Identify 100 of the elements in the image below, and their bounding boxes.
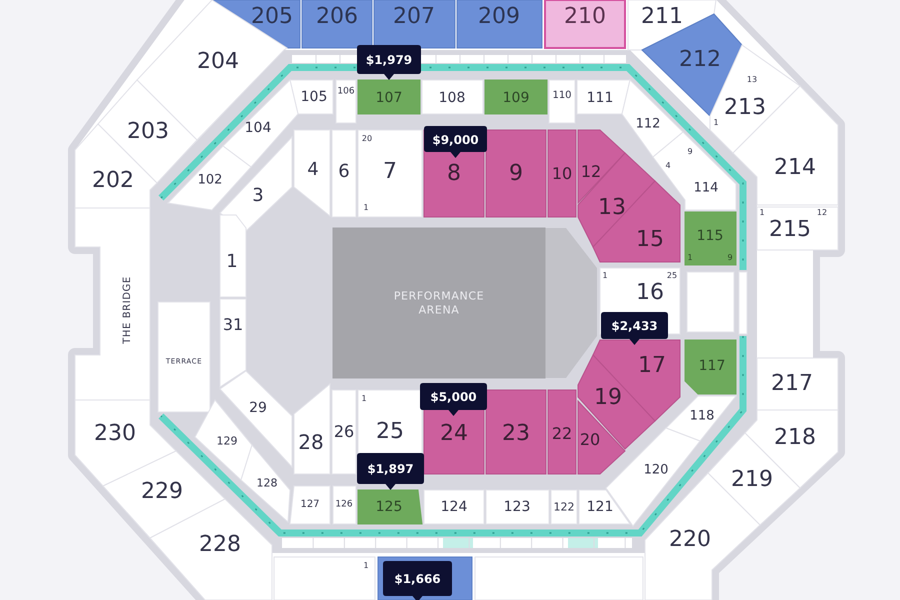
seating-section <box>332 390 356 474</box>
row-number: 9 <box>687 148 693 156</box>
section-number: 109 <box>502 91 530 105</box>
section-number: 124 <box>440 500 468 514</box>
section-number: 121 <box>586 500 614 514</box>
seating-section <box>548 390 576 474</box>
seating-section <box>551 490 577 524</box>
section-number: 108 <box>438 91 466 105</box>
seating-section <box>685 212 736 265</box>
section-number: 209 <box>478 6 520 28</box>
section-number: 29 <box>249 401 267 415</box>
section-number: 107 <box>376 91 402 105</box>
price-tooltip <box>357 45 421 80</box>
section-number: 219 <box>731 469 773 491</box>
section-number: 228 <box>199 534 241 556</box>
row-number: 1 <box>602 272 608 280</box>
row-number: 13 <box>746 76 758 84</box>
price-label: $1,897 <box>367 463 414 475</box>
seating-section <box>685 340 736 394</box>
seating-section <box>549 80 575 123</box>
area-label: THE BRIDGE <box>123 276 133 344</box>
section-number: 122 <box>554 502 574 512</box>
seating-section <box>653 132 736 210</box>
section-number: 26 <box>334 424 354 440</box>
section-number: 123 <box>504 500 530 514</box>
section-number: 127 <box>300 500 320 510</box>
seating-section <box>290 486 330 524</box>
seating-section <box>424 490 484 524</box>
area-label: PERFORMANCE ARENA <box>392 289 486 317</box>
section-number: 212 <box>679 49 721 71</box>
seating-section <box>150 499 272 600</box>
row-number: 4 <box>665 162 671 170</box>
section-number: 7 <box>383 161 397 183</box>
row-number: 25 <box>666 272 678 280</box>
seating-section <box>302 0 372 48</box>
seating-section <box>336 80 356 123</box>
section-number: 220 <box>669 529 711 551</box>
section-number: 102 <box>198 174 222 186</box>
row-number: 12 <box>816 209 828 217</box>
seating-section <box>220 215 246 297</box>
section-number: 104 <box>244 121 272 135</box>
seating-section <box>333 486 356 524</box>
seating-section <box>666 396 736 441</box>
section-number: 25 <box>376 421 404 443</box>
section-number: 13 <box>598 197 626 219</box>
row-number: 1 <box>363 204 369 212</box>
section-number: 112 <box>636 118 660 130</box>
section-number: 217 <box>771 373 813 395</box>
section-number: 9 <box>509 163 523 185</box>
seating-section <box>220 299 246 387</box>
section-number: 16 <box>636 282 664 304</box>
seating-section <box>358 80 420 114</box>
seating-section <box>545 0 625 48</box>
section-number: 211 <box>641 6 683 28</box>
section-number: 207 <box>393 6 435 28</box>
section-number: 117 <box>698 359 726 373</box>
section-number: 229 <box>141 481 183 503</box>
row-number: 1 <box>759 209 765 217</box>
price-label: $2,433 <box>611 320 658 332</box>
row-number: 1 <box>687 254 693 262</box>
section-number: 105 <box>300 90 328 104</box>
seating-section <box>358 130 422 217</box>
section-number: 1 <box>226 253 238 271</box>
section-number: 31 <box>222 317 244 333</box>
seating-section <box>757 207 838 250</box>
seating-section <box>579 490 630 524</box>
section-number: 8 <box>447 163 461 185</box>
section-number: 218 <box>774 427 816 449</box>
section-number: 206 <box>316 6 358 28</box>
section-number: 110 <box>552 91 572 101</box>
section-number: 202 <box>92 170 134 192</box>
section-number: 20 <box>580 432 600 448</box>
section-number: 114 <box>694 182 718 194</box>
section-number: 120 <box>644 464 668 476</box>
row-number: 1 <box>713 119 719 127</box>
section-number: 28 <box>298 432 324 452</box>
seating-section <box>593 340 680 421</box>
seating-section <box>374 0 455 48</box>
seating-section <box>486 490 549 524</box>
section-number: 215 <box>769 219 811 241</box>
section-number: 125 <box>376 500 402 514</box>
price-label: $5,000 <box>430 391 477 403</box>
section-number: 17 <box>638 355 666 377</box>
section-number: 230 <box>94 423 136 445</box>
section-number: 6 <box>338 163 350 181</box>
section-number: 128 <box>256 478 278 488</box>
section-number: 106 <box>337 88 355 96</box>
section-number: 10 <box>552 166 572 182</box>
seating-section <box>274 557 375 600</box>
price-label: $1,666 <box>394 573 441 585</box>
row-number: 9 <box>727 254 733 262</box>
seating-section <box>687 272 734 332</box>
seating-section <box>757 358 838 410</box>
seating-section <box>168 146 251 210</box>
seating-section <box>422 80 483 114</box>
seating-section <box>457 0 542 48</box>
performance-area <box>333 228 545 378</box>
section-number: 214 <box>774 157 816 179</box>
seating-section <box>548 130 576 217</box>
seating-area <box>158 302 210 412</box>
